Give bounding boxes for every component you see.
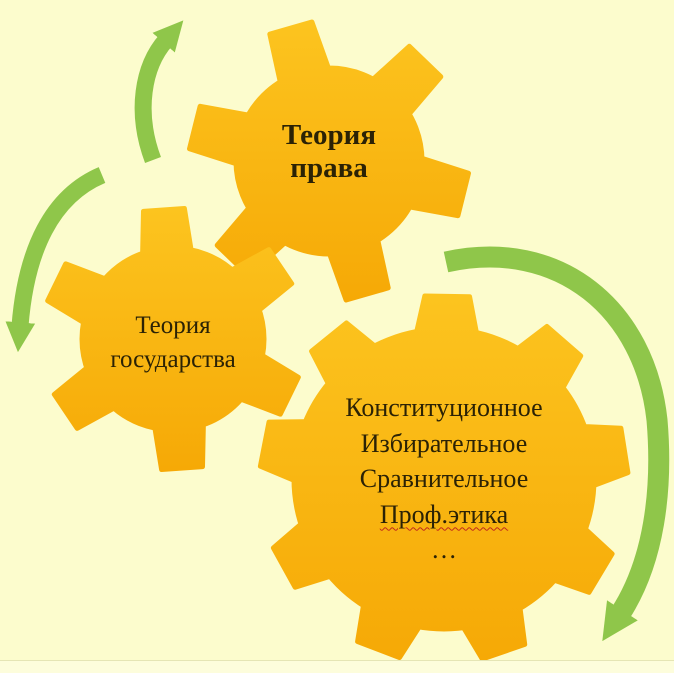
curved-arrow-up-right: [134, 20, 184, 163]
gear-label-theory-of-law: Теория права: [219, 119, 439, 185]
gear-law-line-1: Теория: [281, 119, 377, 151]
discipline-comparative: Сравнительное: [359, 464, 529, 493]
gear-state-line-2: государства: [110, 346, 236, 373]
gear-label-disciplines: Конституционное Избирательное Сравнитель…: [294, 390, 594, 568]
curved-arrow-down-left: [5, 167, 106, 353]
gear-disciplines: [257, 293, 631, 662]
gear-state-line-1: Теория: [135, 312, 211, 339]
discipline-prof-ethics: Проф.этика: [379, 499, 509, 529]
discipline-electoral: Избирательное: [360, 428, 528, 458]
slide-bottom-edge: [0, 660, 674, 673]
curved-arrow-right-down: [443, 246, 670, 642]
gear-theory-of-law: [187, 19, 471, 303]
gear-law-line-2: права: [290, 152, 368, 184]
gear-label-theory-of-state: Теория государства: [63, 309, 283, 377]
discipline-ellipsis: …: [431, 535, 457, 564]
gear-theory-of-state: [45, 206, 301, 472]
discipline-constitutional: Конституционное: [345, 393, 543, 422]
